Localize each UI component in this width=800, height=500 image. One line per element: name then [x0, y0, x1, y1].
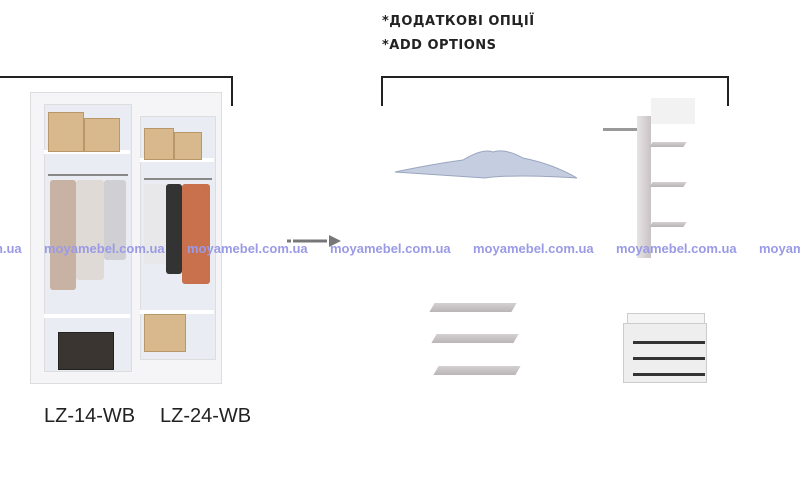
model-label: LZ-24-WB — [160, 405, 252, 427]
bracket-right-end — [727, 76, 729, 106]
bracket-right-start — [381, 76, 383, 106]
bracket-left-top — [0, 76, 232, 78]
options-title-en: *ADD OPTIONS — [382, 38, 497, 53]
options-title-ua: *ДОДАТКОВІ ОПЦІЇ — [382, 14, 535, 29]
shelf-image — [433, 366, 521, 375]
decorative-cornice-image — [393, 146, 579, 188]
shelf-image — [431, 334, 519, 343]
watermark: moyamebel.com.ua — [187, 241, 308, 256]
wardrobe-image — [30, 92, 222, 384]
shelf-image — [429, 303, 517, 312]
watermark: moyamebel.com.ua — [759, 241, 800, 256]
watermark: moyamebel.com.ua — [616, 241, 737, 256]
watermark: moyamebel.com.ua — [44, 241, 165, 256]
corner-shelf-image — [603, 98, 695, 262]
watermark: moyamebel.com.ua — [473, 241, 594, 256]
watermark: moyamebel.com.ua — [0, 241, 22, 256]
bracket-left-end — [231, 76, 233, 106]
drawer-unit-image — [623, 313, 707, 383]
model-label: LZ-14-WB — [44, 405, 136, 427]
watermark: moyamebel.com.ua — [330, 241, 451, 256]
bracket-right-top — [381, 76, 729, 78]
arrow-right-icon — [287, 233, 343, 252]
